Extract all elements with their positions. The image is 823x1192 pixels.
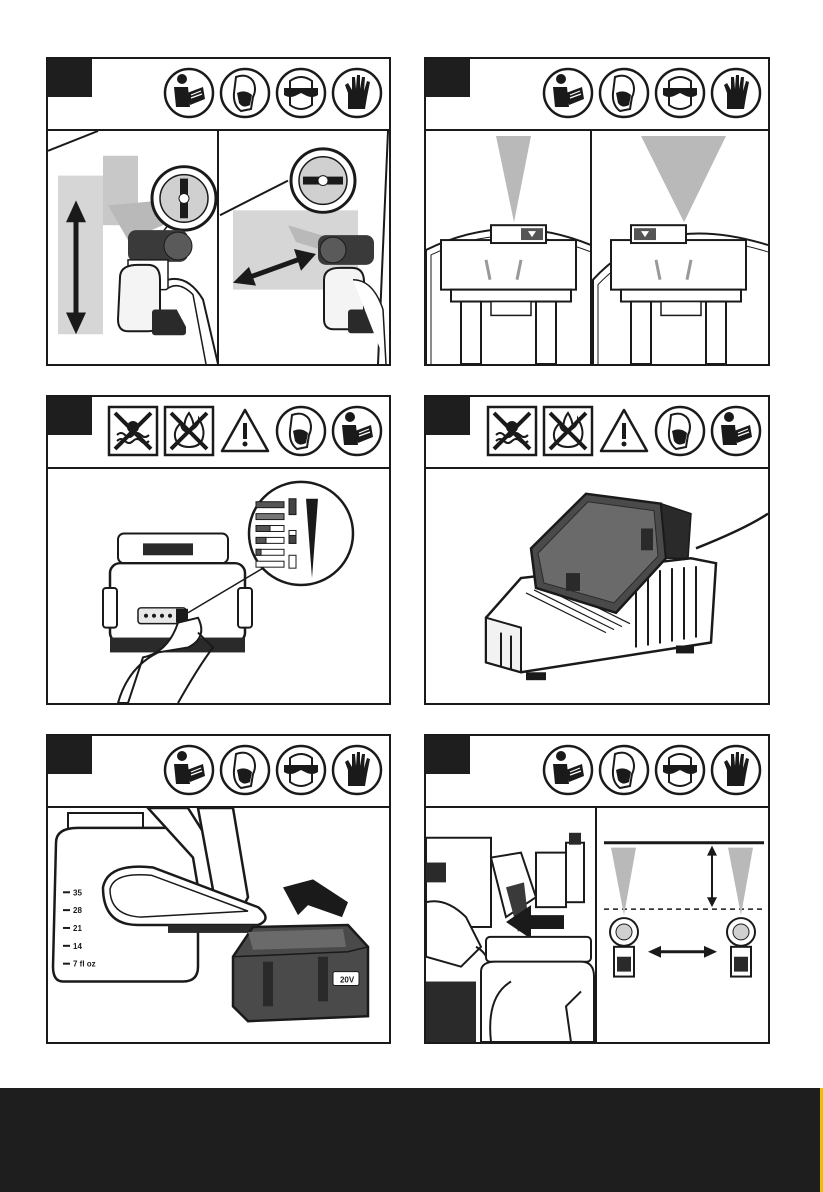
panel-header bbox=[48, 397, 389, 469]
safety-icons bbox=[107, 405, 383, 457]
illustration-insert-battery: 35 28 21 14 7 fl oz 20V bbox=[48, 808, 389, 1042]
panel-header bbox=[426, 59, 768, 131]
scale-label: 35 bbox=[73, 888, 82, 897]
dust-mask-icon bbox=[598, 744, 650, 796]
scale-label: 14 bbox=[73, 942, 82, 951]
safety-icons bbox=[542, 67, 762, 119]
step-panel-3 bbox=[46, 395, 391, 705]
step-panel-4 bbox=[424, 395, 770, 705]
safety-icons bbox=[163, 744, 383, 796]
protective-gloves-icon bbox=[710, 67, 762, 119]
safety-icons bbox=[486, 405, 762, 457]
no-fire-icon bbox=[163, 405, 215, 457]
read-manual-icon bbox=[163, 744, 215, 796]
dust-mask-icon bbox=[219, 67, 271, 119]
dust-mask-icon bbox=[598, 67, 650, 119]
step-panel-6 bbox=[424, 734, 770, 1044]
safety-goggles-icon bbox=[654, 744, 706, 796]
step-number-box bbox=[426, 397, 470, 435]
illustration-battery-charge-indicator bbox=[48, 469, 389, 703]
read-manual-icon bbox=[542, 744, 594, 796]
panel-header bbox=[426, 397, 768, 469]
protective-gloves-icon bbox=[331, 744, 383, 796]
warning-triangle-icon bbox=[598, 405, 650, 457]
step-panel-1 bbox=[46, 57, 391, 366]
step-number-box bbox=[48, 59, 92, 97]
step-number-box bbox=[48, 736, 92, 774]
battery-label: 20V bbox=[340, 976, 355, 985]
illustration-battery-charger bbox=[426, 469, 768, 703]
safety-goggles-icon bbox=[654, 67, 706, 119]
panel-header bbox=[426, 736, 768, 808]
read-manual-icon bbox=[331, 405, 383, 457]
read-manual-icon bbox=[542, 67, 594, 119]
safety-goggles-icon bbox=[275, 744, 327, 796]
panel-header bbox=[48, 736, 389, 808]
safety-icons bbox=[163, 67, 383, 119]
no-water-icon bbox=[107, 405, 159, 457]
illustration-nozzle-adjustment bbox=[426, 131, 768, 364]
scale-label: 28 bbox=[73, 906, 82, 915]
no-water-icon bbox=[486, 405, 538, 457]
protective-gloves-icon bbox=[710, 744, 762, 796]
safety-icons bbox=[542, 744, 762, 796]
step-number-box bbox=[426, 736, 470, 774]
panel-header bbox=[48, 59, 389, 131]
protective-gloves-icon bbox=[331, 67, 383, 119]
scale-label: 21 bbox=[73, 924, 82, 933]
step-number-box bbox=[48, 397, 92, 435]
illustration-trigger-and-spray-distance bbox=[426, 808, 768, 1042]
step-number-box bbox=[426, 59, 470, 97]
dust-mask-icon bbox=[275, 405, 327, 457]
warning-triangle-icon bbox=[219, 405, 271, 457]
safety-goggles-icon bbox=[275, 67, 327, 119]
no-fire-icon bbox=[542, 405, 594, 457]
step-panel-5: 35 28 21 14 7 fl oz 20V bbox=[46, 734, 391, 1044]
step-panel-2 bbox=[424, 57, 770, 366]
read-manual-icon bbox=[710, 405, 762, 457]
illustration-spray-pattern-vertical-horizontal bbox=[48, 131, 389, 364]
scale-label: 7 fl oz bbox=[73, 960, 96, 969]
read-manual-icon bbox=[163, 67, 215, 119]
dust-mask-icon bbox=[219, 744, 271, 796]
dust-mask-icon bbox=[654, 405, 706, 457]
page-footer bbox=[0, 1088, 820, 1192]
